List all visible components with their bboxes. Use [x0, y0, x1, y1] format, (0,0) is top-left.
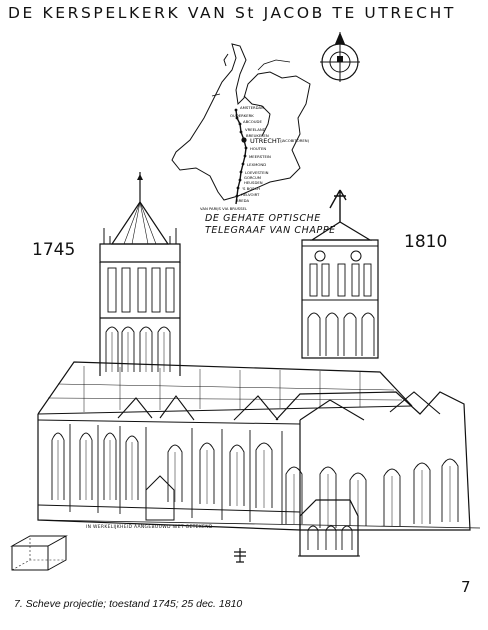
- map-city: MEERSTEIN: [249, 154, 271, 159]
- telegraph-label-line-1: DE GEHATE OPTISCHE: [205, 213, 321, 224]
- map-city-note: (JACOBITOREN): [280, 138, 310, 143]
- map-city: AMSTERDAM: [240, 105, 264, 110]
- telegraph-label-line-2: TELEGRAAF VAN CHAPPE: [205, 225, 336, 236]
- map-city: GORCUM: [244, 175, 261, 180]
- church-drawing: [37, 361, 481, 557]
- year-left-label: 1745: [32, 240, 76, 260]
- map-city-utrecht: UTRECHT: [250, 137, 281, 145]
- map-city: HEUSDEN: [244, 180, 263, 185]
- map-city: BREUKELEN: [246, 133, 269, 138]
- tower-1810: [301, 189, 379, 359]
- tower-1745: [99, 172, 181, 376]
- monogram-icon: [234, 548, 246, 563]
- map-city: VREELAND: [245, 127, 266, 132]
- map-city: HOUTEN: [250, 146, 266, 151]
- year-right-label: 1810: [404, 232, 448, 252]
- map-city: VAN PARIJS VIA BRUSSEL: [200, 206, 248, 211]
- map-city: LEXMOND: [247, 162, 266, 167]
- map-city: 'S BOSCH: [242, 186, 260, 191]
- netherlands-map: AMSTERDAM OUDERKERK ABCOUDE VREELAND BRE…: [171, 43, 311, 211]
- page-title: DE KERSPELKERK VAN St JACOB TE UTRECHT: [8, 4, 456, 22]
- projection-cube-icon: [10, 535, 68, 571]
- map-city: LOEVESTEIN: [245, 170, 269, 175]
- map-city: ABCOUDE: [243, 119, 262, 124]
- drawing-note: IN WERKELIJKHEID AANGEBOUWD NIET GETEKEN…: [86, 525, 213, 530]
- compass-icon: [320, 32, 360, 82]
- map-city: HELVOIRT: [241, 192, 260, 197]
- figure-caption: 7. Scheve projectie; toestand 1745; 25 d…: [14, 598, 243, 610]
- map-city: BREDA: [236, 198, 249, 203]
- map-city: OUDERKERK: [230, 113, 254, 118]
- telegraph-label: DE GEHATE OPTISCHE TELEGRAAF VAN CHAPPE: [205, 213, 336, 237]
- plate-number: 7: [461, 578, 471, 596]
